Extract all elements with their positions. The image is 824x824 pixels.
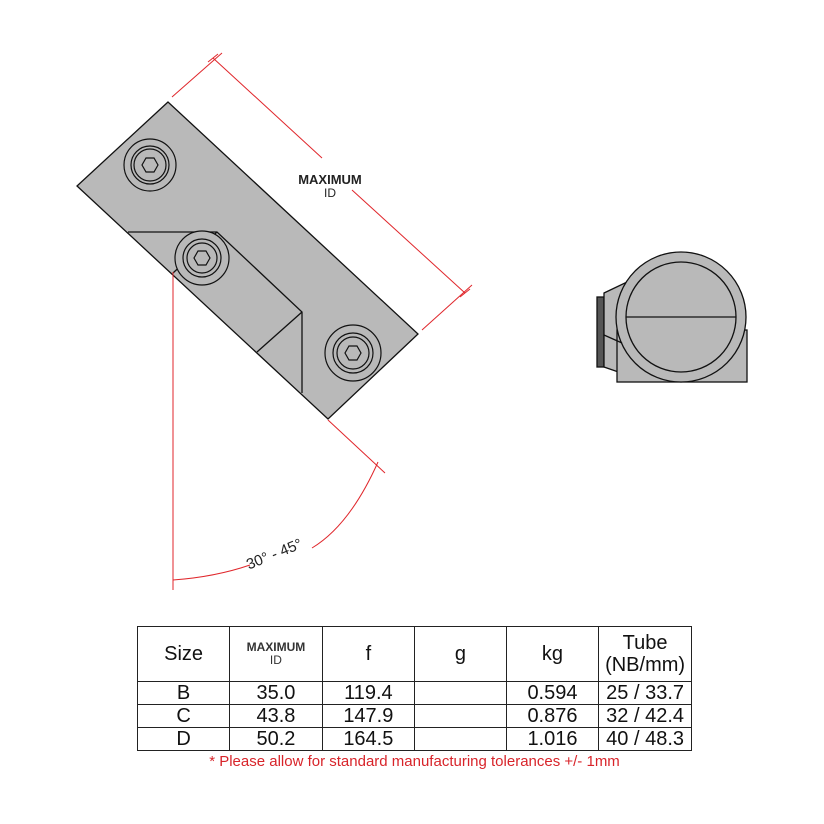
cell-max-id: 50.2 xyxy=(229,727,323,751)
cell-size: B xyxy=(136,681,231,705)
cell-tube: 32 / 42.4 xyxy=(598,704,692,728)
cell-g xyxy=(414,704,507,728)
header-f: f xyxy=(321,626,416,682)
table-row: D 50.2 164.5 1.016 40 / 48.3 xyxy=(136,727,692,751)
fitting-end-view xyxy=(596,251,748,383)
cell-tube: 25 / 33.7 xyxy=(598,681,692,705)
cell-kg: 0.594 xyxy=(505,681,600,705)
header-tube-line1: Tube xyxy=(622,632,668,654)
cell-f: 147.9 xyxy=(321,704,416,728)
header-size: Size xyxy=(136,626,231,682)
dimension-lines xyxy=(171,52,473,590)
header-g: g xyxy=(414,626,507,682)
cell-max-id: 43.8 xyxy=(229,704,323,728)
hex-bolt-icon xyxy=(324,324,382,382)
cell-g xyxy=(414,727,507,751)
cell-kg: 1.016 xyxy=(505,727,600,751)
tolerance-footnote: * Please allow for standard manufacturin… xyxy=(209,753,620,770)
dimension-label: MAXIMUM ID xyxy=(290,172,370,199)
cell-g xyxy=(414,681,507,705)
cell-size: D xyxy=(136,727,231,751)
cell-tube: 40 / 48.3 xyxy=(598,727,692,751)
cell-f: 164.5 xyxy=(321,727,416,751)
hex-bolt-icon xyxy=(123,138,177,192)
table-row: B 35.0 119.4 0.594 25 / 33.7 xyxy=(136,681,692,705)
header-tube-line2: (NB/mm) xyxy=(605,654,686,676)
dimension-label-line1: MAXIMUM xyxy=(298,172,362,187)
header-max-id-line2: ID xyxy=(269,653,282,667)
header-tube: Tube(NB/mm) xyxy=(598,626,692,682)
cell-max-id: 35.0 xyxy=(229,681,323,705)
header-kg: kg xyxy=(505,626,600,682)
hex-bolt-icon xyxy=(174,230,230,286)
header-max-id-line1: MAXIMUM xyxy=(246,640,306,654)
table-row: C 43.8 147.9 0.876 32 / 42.4 xyxy=(136,704,692,728)
dimension-label-line2: ID xyxy=(324,186,336,200)
cell-kg: 0.876 xyxy=(505,704,600,728)
cell-f: 119.4 xyxy=(321,681,416,705)
cell-size: C xyxy=(136,704,231,728)
